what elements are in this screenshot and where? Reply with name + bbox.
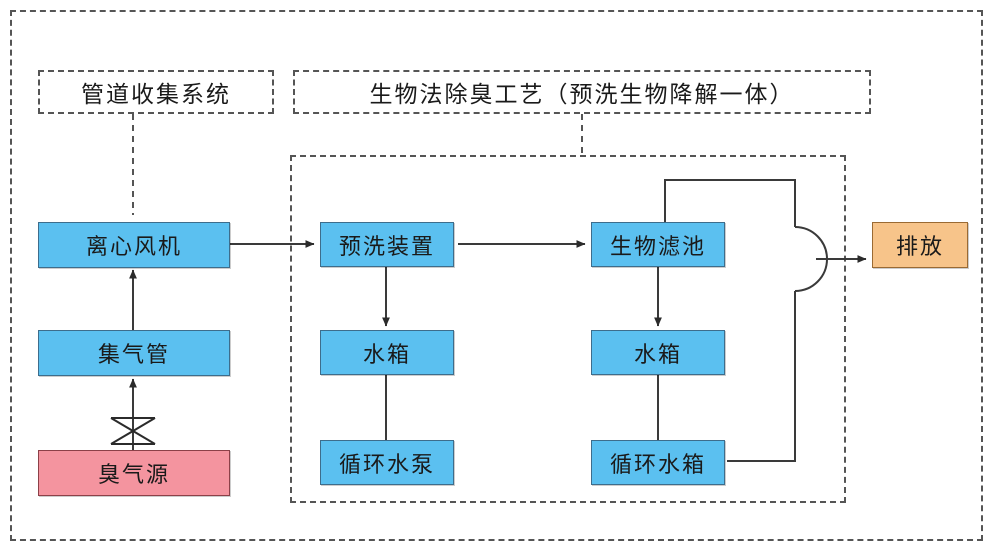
node-water-tank-2-label: 水箱 bbox=[633, 342, 682, 368]
node-circulating-water-tank[interactable]: 循环水箱 bbox=[591, 440, 725, 485]
node-centrifugal-fan-label: 离心风机 bbox=[85, 235, 182, 260]
node-odor-source-label: 臭气源 bbox=[97, 463, 170, 488]
group-label-bio-deodorization: 生物法除臭工艺（预洗生物降解一体） bbox=[293, 70, 871, 114]
outer-dashed-boundary bbox=[10, 10, 983, 541]
node-biological-filter-label: 生物滤池 bbox=[609, 234, 706, 260]
node-centrifugal-fan[interactable]: 离心风机 bbox=[38, 222, 230, 268]
node-discharge[interactable]: 排放 bbox=[872, 222, 968, 268]
node-discharge-label: 排放 bbox=[895, 235, 944, 260]
node-odor-source[interactable]: 臭气源 bbox=[38, 450, 230, 496]
node-water-tank-1[interactable]: 水箱 bbox=[320, 330, 454, 375]
node-circulating-water-pump[interactable]: 循环水泵 bbox=[320, 440, 454, 485]
node-prewash-device[interactable]: 预洗装置 bbox=[320, 222, 454, 267]
group-label-pipe-collection: 管道收集系统 bbox=[38, 70, 274, 114]
group-label-bio-deodorization-text: 生物法除臭工艺（预洗生物降解一体） bbox=[369, 82, 795, 108]
node-gas-collection-pipe-label: 集气管 bbox=[97, 343, 170, 368]
bio-process-dashed-boundary bbox=[290, 155, 846, 503]
node-circulating-water-pump-label: 循环水泵 bbox=[338, 452, 435, 478]
node-water-tank-1-label: 水箱 bbox=[362, 342, 411, 368]
node-prewash-device-label: 预洗装置 bbox=[338, 234, 435, 260]
node-circulating-water-tank-label: 循环水箱 bbox=[609, 452, 706, 478]
node-gas-collection-pipe[interactable]: 集气管 bbox=[38, 330, 230, 376]
node-biological-filter[interactable]: 生物滤池 bbox=[591, 222, 725, 267]
group-label-pipe-collection-text: 管道收集系统 bbox=[81, 82, 231, 108]
node-water-tank-2[interactable]: 水箱 bbox=[591, 330, 725, 375]
